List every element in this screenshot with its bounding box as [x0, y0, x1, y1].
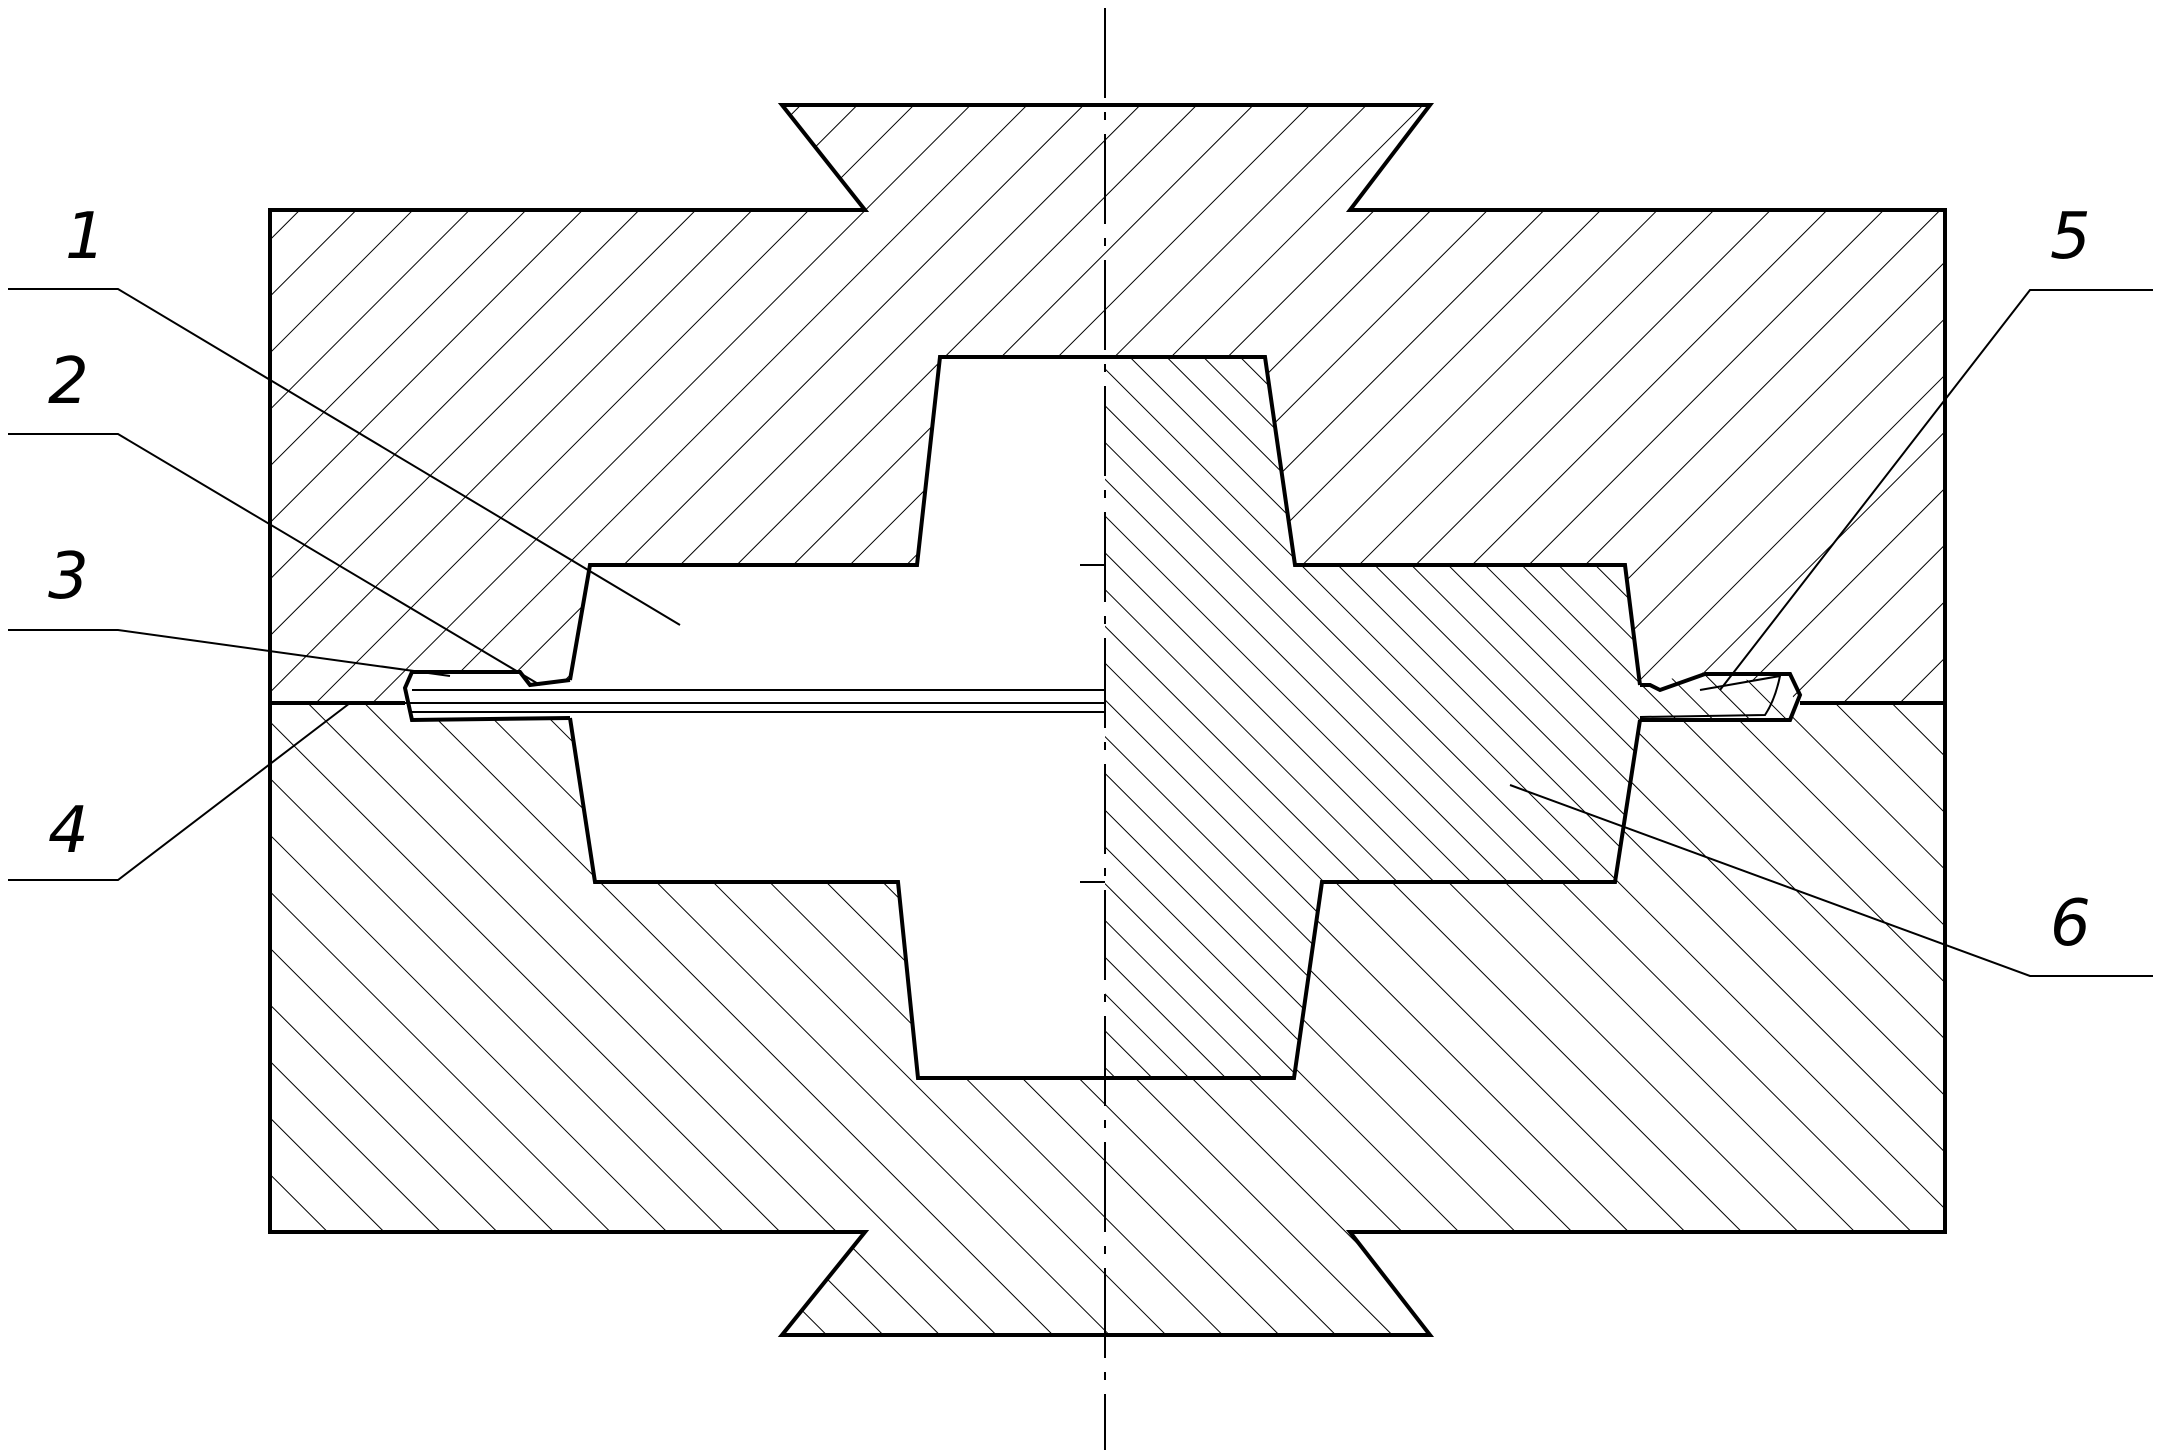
- leader-4: [8, 702, 351, 881]
- leader-5: [1719, 289, 2153, 691]
- leader-2: [8, 433, 541, 686]
- label-2: 2: [48, 345, 89, 419]
- flash-land-right: [1640, 672, 1803, 722]
- die-outline: [268, 103, 1947, 1337]
- lower-die: [270, 703, 1945, 1335]
- forging-part: [1105, 357, 1800, 1078]
- cavity-left: [405, 357, 1105, 1078]
- leader-6: [1509, 784, 2153, 977]
- upper-die: [270, 105, 1945, 703]
- label-1: 1: [65, 200, 106, 274]
- leader-3: [8, 629, 451, 677]
- label-4: 4: [48, 794, 89, 868]
- label-5: 5: [2050, 200, 2091, 274]
- leader-1: [8, 288, 681, 626]
- label-6: 6: [2050, 887, 2091, 961]
- flash-land-left: [402, 670, 571, 723]
- label-3: 3: [48, 540, 89, 614]
